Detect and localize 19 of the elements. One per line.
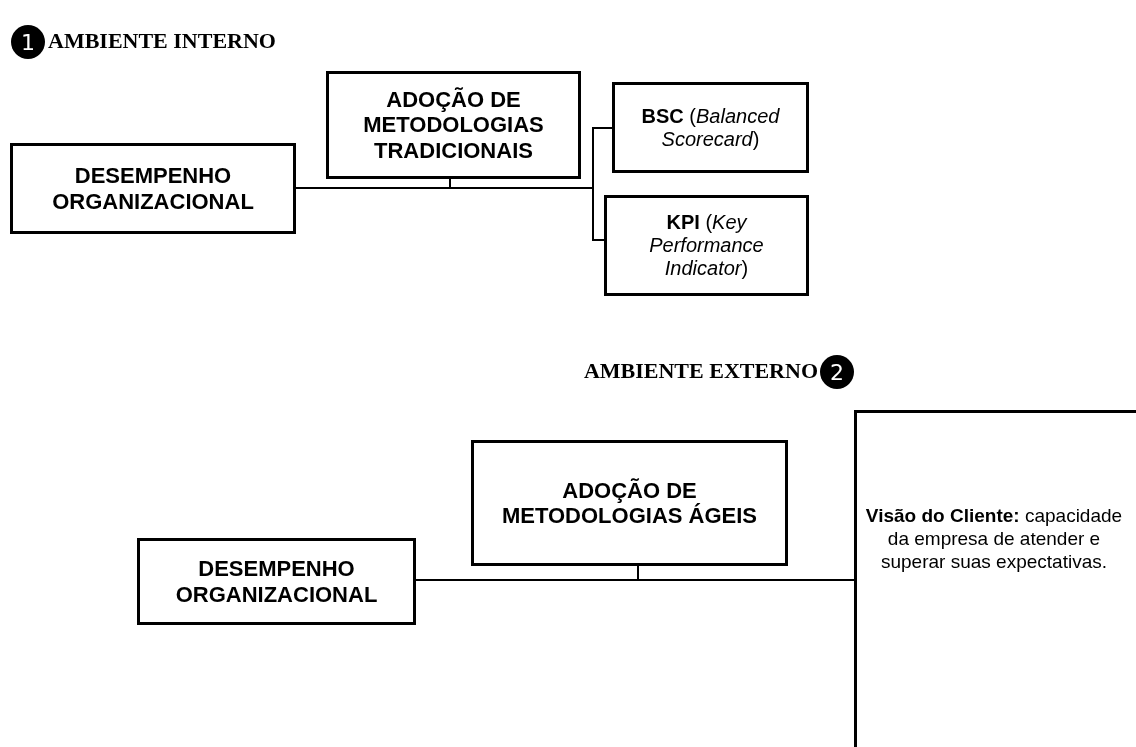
text-box [10, 143, 296, 234]
text-box [612, 82, 809, 173]
text-box [137, 538, 416, 625]
box-text: BSC (Balanced Scorecard) [640, 104, 781, 151]
text-box [604, 195, 809, 296]
text-box [854, 410, 1136, 747]
box-text: ADOÇÃO DE METODOLOGIAS TRADICIONAIS [362, 87, 545, 163]
box-text: DESEMPENHO ORGANIZACIONAL [174, 556, 379, 607]
connector-line [449, 178, 605, 241]
step-number: 2 [820, 355, 854, 389]
box-text: KPI (Key Performance Indicator) [648, 211, 765, 280]
step-number: 1 [11, 25, 45, 59]
box-text: Visão do Cliente: capacidade da empresa de atender e superar suas expectativas. [864, 505, 1124, 574]
section-heading: AMBIENTE INTERNO [48, 28, 276, 54]
box-text: DESEMPENHO ORGANIZACIONAL [51, 163, 255, 214]
section-heading: AMBIENTE EXTERNO [583, 358, 818, 384]
text-box [326, 71, 581, 179]
box-text: ADOÇÃO DE METODOLOGIAS ÁGEIS [500, 477, 759, 529]
text-box [471, 440, 788, 566]
